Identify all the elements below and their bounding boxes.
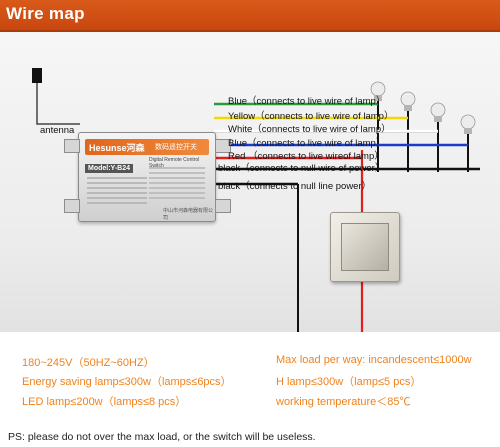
device-spec-text-right [149,167,205,202]
device-subtitle: Digital Remote Control Switch [149,157,200,169]
lamp-bulb-2 [400,91,416,111]
wire-label-5: Red （connects to live wireof lamp） [228,151,384,162]
mount-ear-left-bottom [64,199,80,213]
page-title: Wire map [6,4,85,23]
wiring-canvas [32,68,480,332]
device-cn-title: 数码遥控开关 [155,144,197,151]
spec-energy-saving: Energy saving lamp≤300w（lamps≤6pcs） [22,376,232,388]
antenna-tip [32,68,42,83]
wall-switch [330,212,400,282]
device-model: Model:Y-B24 [85,164,134,173]
device-footer: 中山市河森电器有限公司 [163,208,214,221]
device-brand: Hesunse河森 [89,143,145,153]
lamp-bulb-4 [460,114,476,134]
wire-label-1: Blue（connects to live wire of lamp） [228,96,386,107]
device-spec-text-left [87,177,147,207]
antenna-label: antenna [40,125,75,136]
mount-ear-right [215,139,231,153]
wire-label-4: Blue（connects to live wire of lamp） [228,138,386,149]
mount-ear-left [64,139,80,153]
wire-label-3: White（connects to live wire of lamp） [228,124,391,135]
spec-voltage: 180~245V（50HZ~60HZ） [22,357,155,369]
device-header: Hesunse河森 数码遥控开关 [85,139,209,155]
lamp-bulb-1 [370,81,386,101]
lamp-bulb-3 [430,102,446,122]
spec-led: LED lamp≤200w（lamps≤8 pcs） [22,396,187,408]
spec-temperature: working temperature＜85℃ [276,396,411,408]
wire-label-7: black（connects to null line power） [218,181,372,192]
ps-note: PS: please do not over the max load, or … [8,431,316,443]
wire-label-2: Yellow（connects to live wire of lamp） [228,111,394,122]
mount-ear-right-bottom [215,199,231,213]
antenna-wire [36,83,80,125]
title-bar: Wire map [0,0,500,32]
spec-h-lamp: H lamp≤300w（lamp≤5 pcs） [276,376,422,388]
wire-label-6: black（connects to null wire of power） [218,163,385,174]
spec-panel: 180~245V（50HZ~60HZ） Energy saving lamp≤3… [0,332,500,420]
remote-switch-module: Hesunse河森 数码遥控开关 Digital Remote Control … [64,132,231,222]
wall-switch-rocker [341,223,389,271]
wiring-diagram: antenna Hesunse河森 数码遥控开关 Digital Remote … [0,32,500,332]
spec-max-load: Max load per way: incandescent≤1000w [276,354,472,366]
